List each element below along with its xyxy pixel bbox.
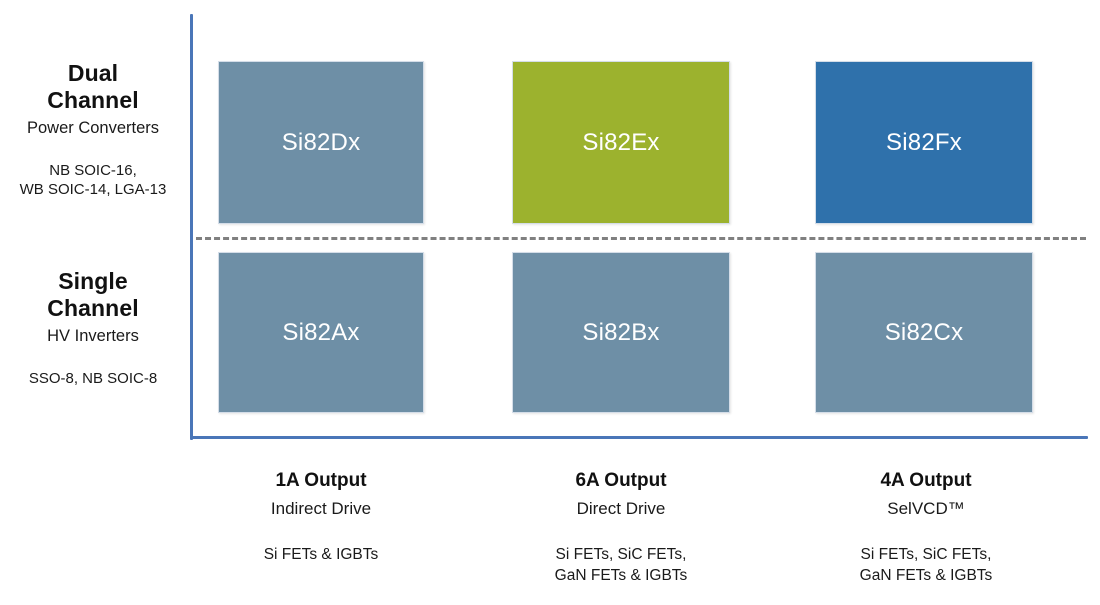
row-packages-single-channel: SSO-8, NB SOIC-8 bbox=[28, 369, 158, 387]
row-divider-dashed-line bbox=[196, 237, 1086, 240]
row-label-single-channel: Single Channel HV Inverters SSO-8, NB SO… bbox=[0, 268, 186, 388]
row-title-dual-channel: Dual Channel bbox=[47, 60, 139, 114]
x-axis-line bbox=[190, 436, 1088, 439]
product-box-si82cx[interactable]: Si82Cx bbox=[815, 252, 1033, 413]
row-title-single-channel: Single Channel bbox=[47, 268, 139, 322]
column-technologies-6a-output: Si FETs, SiC FETs, GaN FETs & IGBTs bbox=[554, 546, 688, 584]
row-subtitle-dual-channel: Power Converters bbox=[26, 119, 160, 138]
column-footer-6a-output: 6A Output Direct Drive Si FETs, SiC FETs… bbox=[500, 470, 742, 587]
product-box-label: Si82Ax bbox=[282, 318, 360, 346]
product-box-si82ax[interactable]: Si82Ax bbox=[218, 252, 424, 413]
column-footer-1a-output: 1A Output Indirect Drive Si FETs & IGBTs bbox=[200, 470, 442, 566]
column-title-4a-output: 4A Output bbox=[880, 470, 972, 491]
column-technologies-4a-output: Si FETs, SiC FETs, GaN FETs & IGBTs bbox=[859, 546, 993, 584]
row-subtitle-single-channel: HV Inverters bbox=[47, 327, 139, 346]
product-box-label: Si82Ex bbox=[582, 128, 660, 156]
column-subtitle-4a-output: SelVCD™ bbox=[887, 498, 965, 518]
product-box-si82dx[interactable]: Si82Dx bbox=[218, 61, 424, 224]
product-box-si82fx[interactable]: Si82Fx bbox=[815, 61, 1033, 224]
product-box-label: Si82Cx bbox=[884, 318, 964, 346]
column-technologies-1a-output: Si FETs & IGBTs bbox=[263, 546, 379, 564]
row-label-dual-channel: Dual Channel Power Converters NB SOIC-16… bbox=[0, 60, 186, 200]
product-box-si82bx[interactable]: Si82Bx bbox=[512, 252, 730, 413]
row-packages-dual-channel: NB SOIC-16, WB SOIC-14, LGA-13 bbox=[19, 161, 167, 199]
product-box-label: Si82Bx bbox=[582, 318, 660, 346]
product-box-label: Si82Fx bbox=[886, 128, 962, 156]
column-subtitle-6a-output: Direct Drive bbox=[576, 498, 666, 518]
column-footer-4a-output: 4A Output SelVCD™ Si FETs, SiC FETs, GaN… bbox=[805, 470, 1047, 587]
product-box-label: Si82Dx bbox=[281, 128, 361, 156]
column-title-1a-output: 1A Output bbox=[275, 470, 367, 491]
column-title-6a-output: 6A Output bbox=[575, 470, 667, 491]
y-axis-line bbox=[190, 14, 193, 440]
column-subtitle-1a-output: Indirect Drive bbox=[270, 498, 372, 518]
product-box-si82ex[interactable]: Si82Ex bbox=[512, 61, 730, 224]
